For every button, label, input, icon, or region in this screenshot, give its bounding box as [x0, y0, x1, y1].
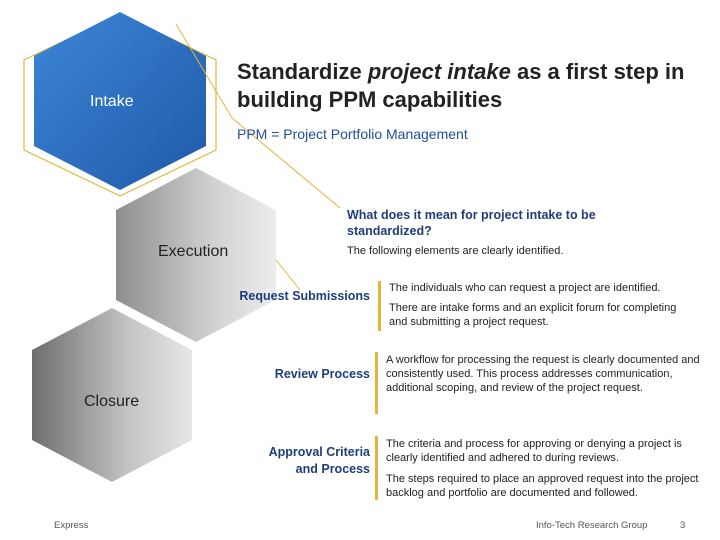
footer-organization: Info-Tech Research Group — [536, 520, 648, 531]
question-subheading: The following elements are clearly ident… — [347, 245, 564, 257]
row-label-request-submissions: Request Submissions — [239, 289, 370, 303]
row-label-review-process: Review Process — [274, 367, 370, 381]
footer-label: Express — [54, 520, 89, 531]
row-item: The individuals who can request a projec… — [389, 282, 661, 294]
row-label-approval-criteria: Approval Criteria and Process — [268, 445, 370, 476]
page-title: Standardize project intake as a first st… — [237, 58, 697, 114]
execution-label: Execution — [158, 243, 229, 260]
connector-line — [275, 259, 301, 291]
title-start: Standardize — [237, 59, 368, 84]
connector-line — [231, 117, 341, 209]
closure-hexagon — [32, 308, 192, 482]
intake-outline-hexagon — [23, 13, 217, 197]
question-heading: What does it mean for project intake to … — [347, 208, 596, 238]
connector-line — [175, 23, 233, 119]
row-item: The criteria and process for approving o… — [386, 438, 682, 464]
row-accent-bar — [375, 352, 378, 414]
closure-label: Closure — [84, 393, 140, 410]
row-item: The steps required to place an approved … — [386, 473, 699, 499]
intake-label: Intake — [90, 93, 134, 110]
execution-hexagon — [116, 168, 276, 342]
row-accent-bar — [375, 436, 378, 500]
page-subtitle: PPM = Project Portfolio Management — [237, 126, 468, 142]
page-number: 3 — [680, 520, 686, 531]
title-end: as a first step in building PPM capabili… — [237, 59, 685, 112]
row-item: There are intake forms and an explicit f… — [389, 302, 677, 328]
row-item: A workflow for processing the request is… — [386, 354, 700, 394]
intake-hexagon — [34, 12, 206, 190]
row-accent-bar — [378, 281, 381, 331]
title-emphasis: project intake — [367, 59, 511, 84]
